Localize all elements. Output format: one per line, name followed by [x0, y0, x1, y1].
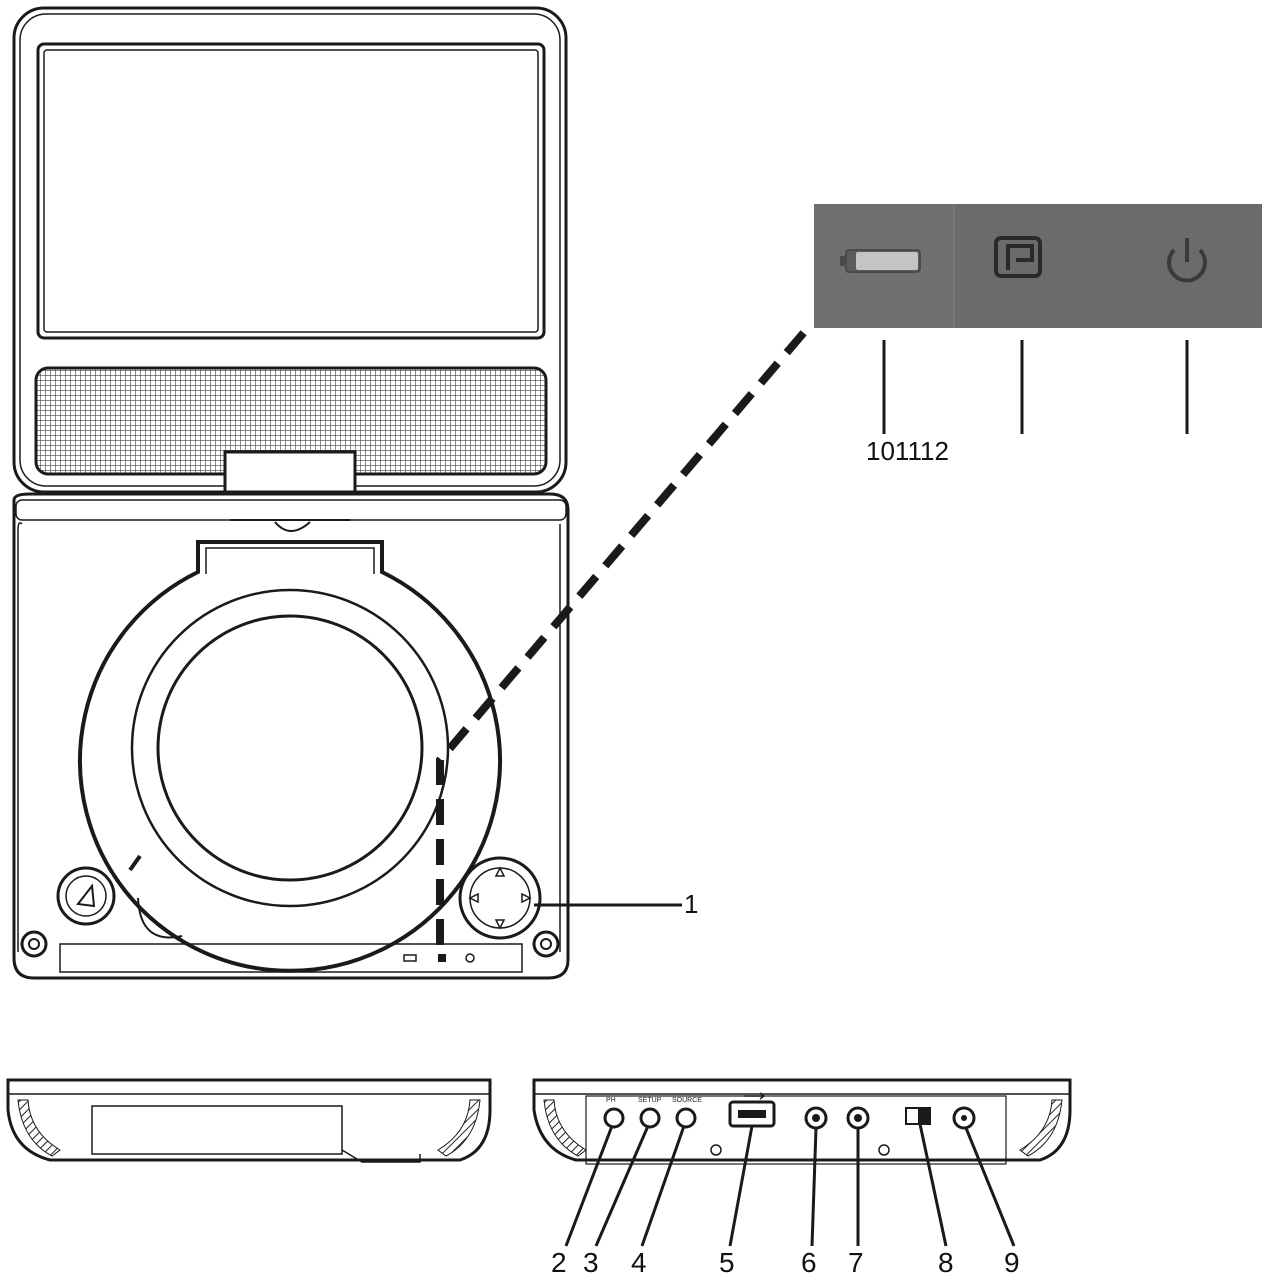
svg-text:SOURCE: SOURCE — [672, 1097, 702, 1104]
open-button[interactable] — [56, 866, 116, 926]
av-out-jack-7[interactable] — [846, 1106, 870, 1130]
power-switch-8[interactable] — [905, 1107, 931, 1125]
lcd-screen — [36, 42, 546, 340]
usb-port[interactable] — [728, 1092, 776, 1128]
port-jack-4[interactable]: SOURCE — [672, 1097, 702, 1129]
callout-number-8: 8 — [938, 1247, 954, 1278]
nav-left-icon — [468, 892, 479, 904]
svg-text:PH: PH — [606, 1097, 616, 1104]
indicator-panel-closeup — [814, 204, 1262, 328]
headphone-jack-6[interactable] — [804, 1106, 828, 1130]
usb-icon — [744, 1092, 766, 1100]
nav-right-icon — [521, 892, 532, 904]
svg-text:SETUP: SETUP — [638, 1097, 662, 1104]
callout-number-6: 6 — [801, 1247, 817, 1278]
battery-icon — [840, 249, 921, 273]
nav-down-icon — [494, 919, 506, 930]
power-icon — [1167, 238, 1207, 283]
indicator-leds — [403, 953, 475, 963]
callout-number-4: 4 — [631, 1247, 647, 1278]
side-view-ports — [532, 1078, 1072, 1165]
player-base — [12, 492, 570, 980]
navigation-pad[interactable] — [458, 856, 542, 940]
callout-number-3: 3 — [583, 1247, 599, 1278]
callout-number-5: 5 — [719, 1247, 735, 1278]
finger-notch — [128, 854, 183, 939]
hinge-bracket — [230, 519, 350, 532]
corner-screw-left — [20, 930, 48, 958]
side-view-left — [6, 1078, 492, 1163]
callout-number-7: 7 — [848, 1247, 864, 1278]
zoom-leader-line — [436, 327, 810, 945]
nav-up-icon — [494, 866, 506, 877]
callout-number-9: 9 — [1004, 1247, 1020, 1278]
corner-screw-right — [532, 930, 560, 958]
callout-number-2: 2 — [551, 1247, 567, 1278]
port-jack-3[interactable]: SETUP — [638, 1097, 662, 1129]
hinge — [223, 450, 357, 494]
dc-in-jack-9[interactable] — [952, 1106, 976, 1130]
callout-numbers-panel: 101112 — [866, 436, 949, 466]
eject-icon — [76, 883, 96, 908]
disc-lid — [78, 540, 502, 973]
callout-number-1: 1 — [684, 889, 698, 919]
disc-window — [130, 588, 450, 908]
port-jack-2[interactable]: PH — [603, 1097, 625, 1129]
display-mode-icon — [994, 236, 1042, 278]
